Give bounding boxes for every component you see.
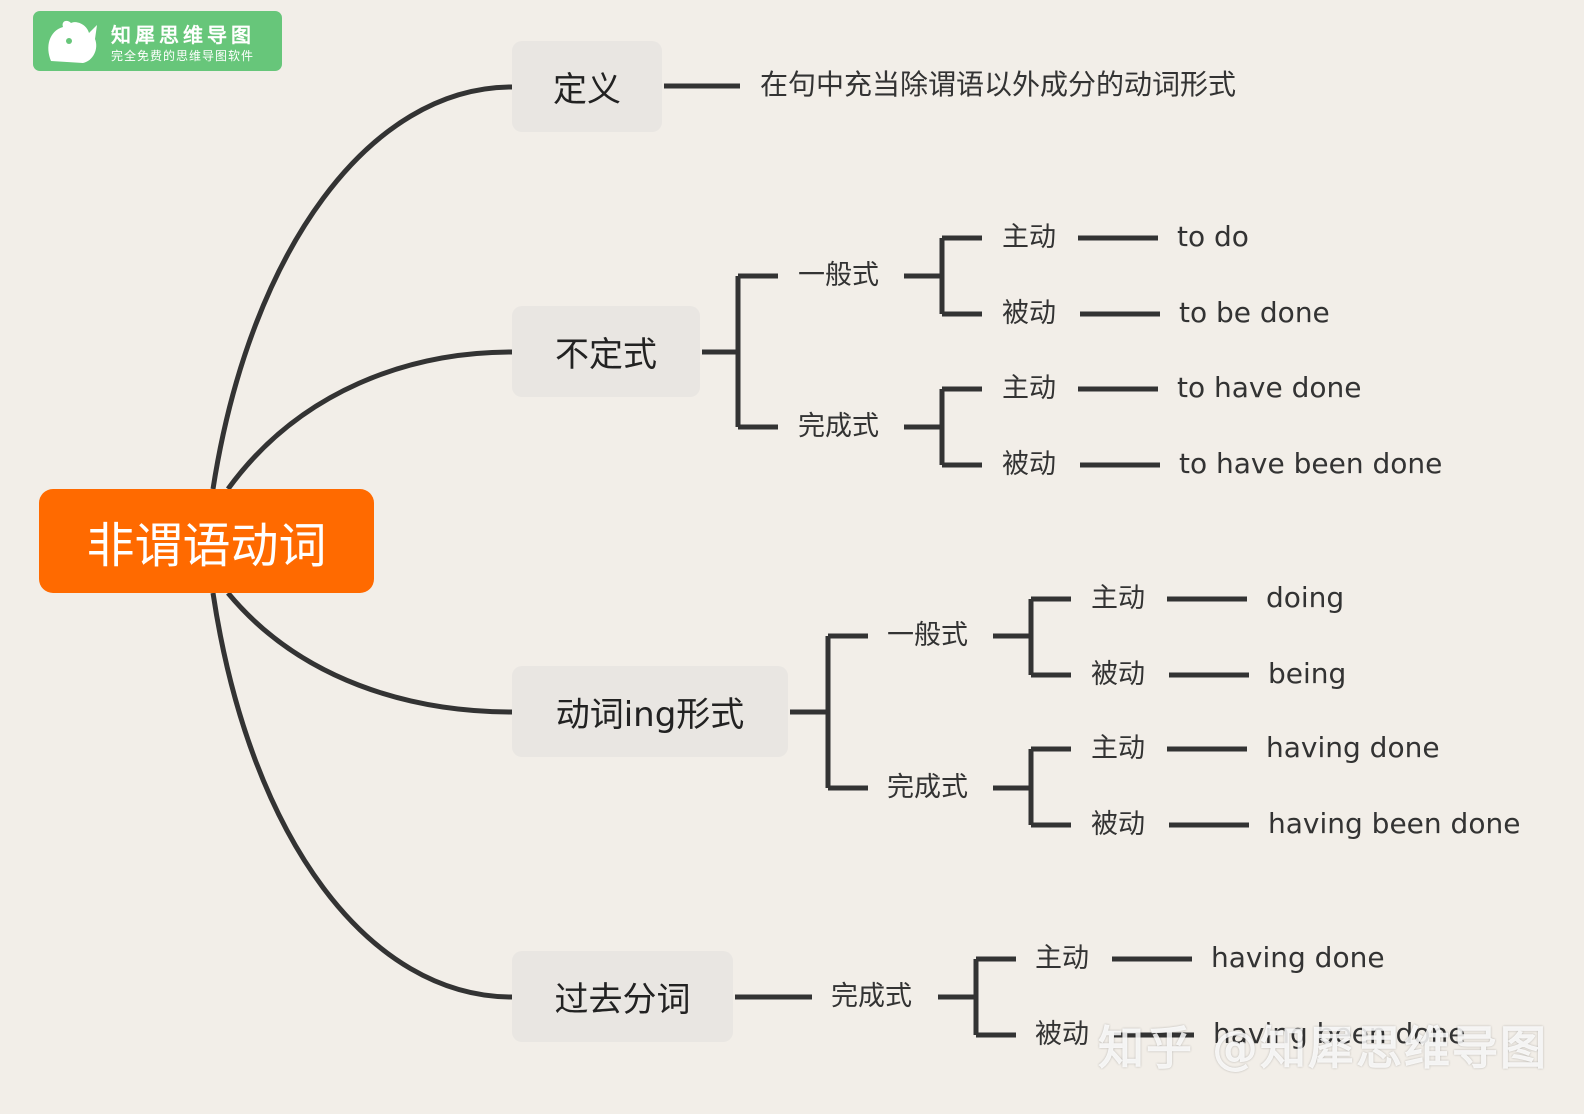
logo-subtitle: 完全免费的思维导图软件 — [111, 49, 255, 63]
value-to-have-done[interactable]: to have done — [1177, 371, 1362, 404]
value-to-have-been-done[interactable]: to have been done — [1179, 447, 1443, 480]
branch-definition[interactable]: 定义 — [512, 41, 662, 132]
value-having-been-done[interactable]: having been done — [1268, 807, 1521, 840]
ing-perfect-passive[interactable]: 被动 — [1091, 809, 1145, 840]
infinitive-perfect-form[interactable]: 完成式 — [798, 411, 879, 442]
root-node[interactable]: 非谓语动词 — [39, 489, 374, 593]
participle-perfect-form[interactable]: 完成式 — [831, 981, 912, 1012]
app-logo: 知犀思维导图 完全免费的思维导图软件 — [33, 11, 282, 71]
infinitive-simple-active[interactable]: 主动 — [1002, 222, 1056, 253]
infinitive-simple-passive[interactable]: 被动 — [1002, 298, 1056, 329]
ing-simple-passive[interactable]: 被动 — [1091, 659, 1145, 690]
value-having-done[interactable]: having done — [1266, 731, 1440, 764]
ing-simple-active[interactable]: 主动 — [1091, 583, 1145, 614]
value-doing[interactable]: doing — [1266, 581, 1345, 614]
link-root-ing — [226, 591, 513, 715]
value-to-do[interactable]: to do — [1177, 220, 1249, 253]
branch-ing-form[interactable]: 动词ing形式 — [512, 666, 788, 757]
infinitive-perfect-active[interactable]: 主动 — [1002, 373, 1056, 404]
infinitive-simple-form[interactable]: 一般式 — [798, 260, 879, 291]
ing-perfect-form[interactable]: 完成式 — [887, 772, 968, 803]
link-root-definition — [210, 84, 513, 490]
definition-text[interactable]: 在句中充当除谓语以外成分的动词形式 — [760, 68, 1237, 101]
ing-simple-form[interactable]: 一般式 — [887, 620, 968, 651]
branch-past-participle[interactable]: 过去分词 — [512, 951, 733, 1042]
value-participle-having-done[interactable]: having done — [1211, 941, 1385, 974]
value-participle-having-been-done[interactable]: having been done — [1213, 1017, 1466, 1050]
link-root-infinitive — [225, 349, 513, 491]
branch-infinitive[interactable]: 不定式 — [512, 306, 700, 397]
infinitive-perfect-passive[interactable]: 被动 — [1002, 449, 1056, 480]
link-root-participle — [210, 592, 513, 1000]
watermark: 知乎 @知犀思维导图 — [1098, 1021, 1549, 1075]
participle-active[interactable]: 主动 — [1035, 943, 1089, 974]
participle-passive[interactable]: 被动 — [1035, 1019, 1089, 1050]
ing-perfect-active[interactable]: 主动 — [1091, 733, 1145, 764]
logo-title: 知犀思维导图 — [111, 23, 255, 47]
value-being[interactable]: being — [1268, 657, 1347, 690]
rhino-icon — [48, 20, 97, 63]
value-to-be-done[interactable]: to be done — [1179, 296, 1330, 329]
